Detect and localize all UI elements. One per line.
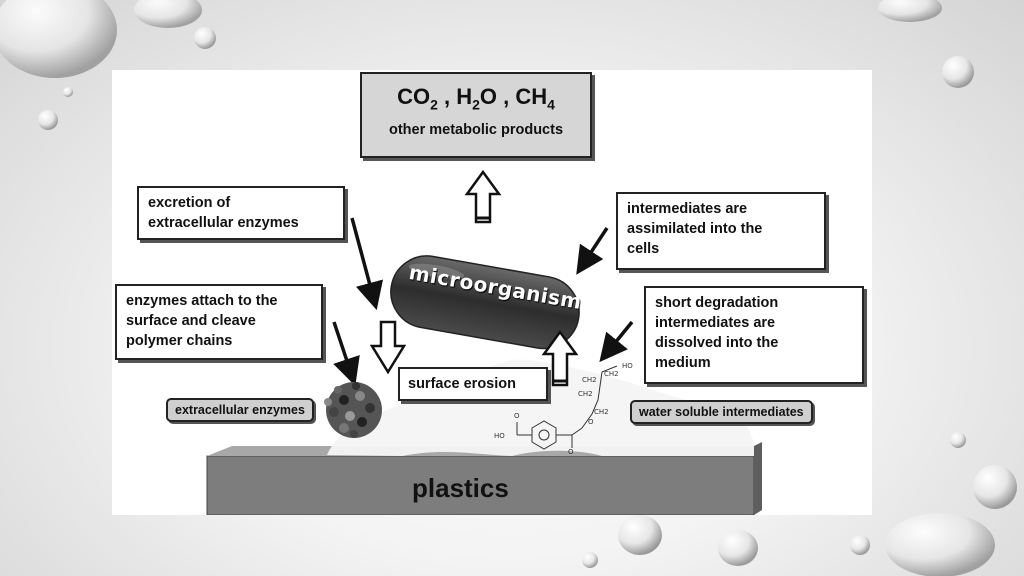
water-drop [942,56,974,88]
dissolve-arrow [599,320,634,363]
water-drop [885,513,995,576]
water-drop [718,530,758,566]
microorganism [390,255,580,350]
hollow-down-arrow [369,320,407,375]
chem-group: HO [494,432,505,440]
chem-group: CH2 [594,408,609,416]
chem-group: HO [622,362,633,370]
surface-erosion-box: surface erosion [398,367,548,401]
water-drop [134,0,202,28]
water-drop [950,432,966,448]
other-products-label: other metabolic products [388,122,564,139]
water-drop [878,0,942,22]
hollow-up-arrow-right [541,329,579,387]
plastics-label: plastics [412,473,509,503]
water-drop [973,465,1017,509]
chem-group: CH2 [582,376,597,384]
chem-group: O [514,412,520,420]
water-drop [38,110,58,130]
extracellular-enzymes-pill: extracellular enzymes [166,398,314,422]
water-soluble-intermediates-pill: water soluble intermediates [630,400,813,424]
hollow-up-arrow [464,169,502,224]
enzyme-cluster [324,382,382,438]
water-drop [850,535,870,555]
water-drop [194,27,216,49]
diagram-graphics [324,169,634,450]
attach-arrow [332,321,360,386]
chem-group: CH2 [578,390,593,398]
water-drop [582,552,598,568]
gas-products-formula: CO2 , H2O , CH4 [397,84,555,113]
plastics-slab [206,359,762,515]
water-drop [618,515,662,555]
terephthalate-molecule [516,365,618,450]
water-drop [63,87,73,97]
chem-group: CH2 [604,370,619,378]
excretion-arrow [350,217,383,311]
chem-group: O [568,448,574,456]
assimilate-arrow [576,227,609,275]
water-drop [0,0,117,78]
metabolic-products-box: CO2 , H2O , CH4 other metabolic products [360,72,592,158]
biodegradation-diagram: plastics CO2 , H2O , CH4 other metabolic… [112,70,872,515]
chem-group: O [588,418,594,426]
